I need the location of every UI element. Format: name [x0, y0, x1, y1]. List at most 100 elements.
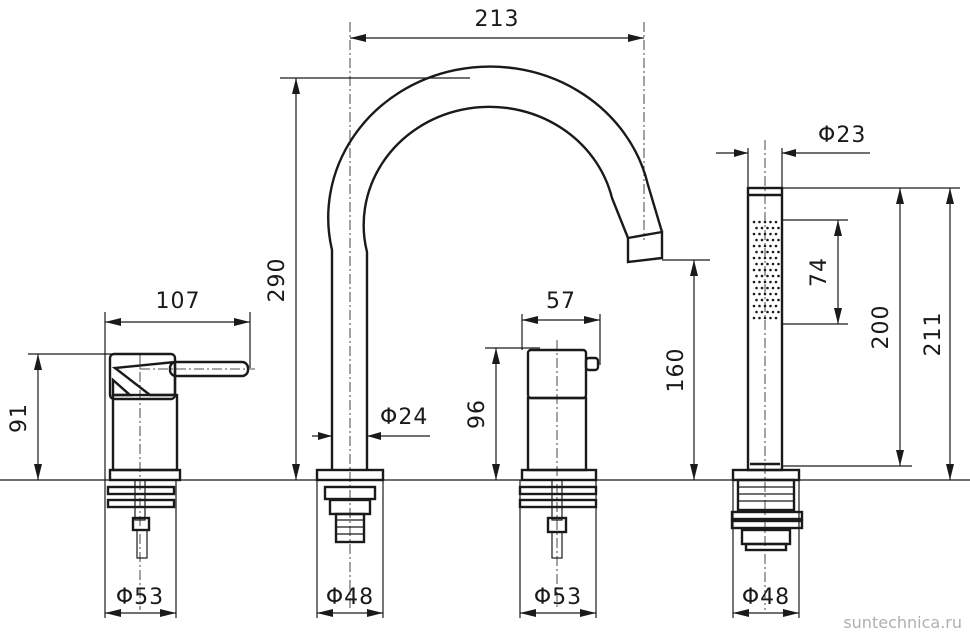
dim-base-spout: Φ48 [326, 585, 374, 610]
dim-diverter-height: 96 [465, 399, 490, 429]
spray-nozzle-dot [752, 268, 756, 272]
spray-nozzle-dot [777, 250, 780, 254]
spray-nozzle-dot [758, 244, 761, 248]
spray-nozzle-dot [771, 262, 775, 266]
spray-nozzle-dot [760, 286, 764, 290]
dim-spout-height: 290 [265, 258, 290, 303]
dim-spray-length: 74 [807, 257, 832, 287]
spray-nozzle-dot [752, 220, 756, 224]
dim-mixer-height: 91 [7, 403, 32, 433]
spray-nozzle-dot [771, 226, 775, 230]
spray-nozzle-dot [777, 298, 780, 302]
spray-nozzle-dot [769, 268, 772, 272]
spray-nozzle-dot [763, 232, 767, 236]
dim-hand-shower-diameter: Φ23 [818, 123, 866, 148]
spray-nozzle-dot [777, 274, 780, 278]
watermark: suntechnica.ru [843, 613, 962, 632]
spray-nozzle-dot [771, 310, 775, 314]
spray-nozzle-dot [774, 292, 778, 296]
dim-spout-reach: 213 [475, 7, 520, 32]
spray-nozzle-dot [755, 226, 758, 230]
spray-nozzle-dot [755, 286, 758, 290]
spray-nozzle-dot [771, 274, 775, 278]
spray-nozzle-dot [752, 292, 756, 296]
dim-base-hand-shower: Φ48 [742, 585, 790, 610]
dim-hand-shower-length: 200 [869, 305, 894, 350]
spray-nozzle-dot [755, 310, 758, 314]
spray-nozzle-dot [752, 304, 756, 308]
spray-nozzle-dot [752, 256, 756, 260]
spray-nozzle-dot [763, 280, 767, 284]
spray-nozzle-dot [758, 280, 761, 284]
spray-nozzle-dot [771, 250, 775, 254]
spray-nozzle-dot [755, 262, 758, 266]
spray-nozzle-dot [763, 304, 767, 308]
spray-nozzle-dot [758, 220, 761, 224]
spray-nozzle-dot [777, 262, 780, 266]
spray-nozzle-dot [763, 244, 767, 248]
spray-nozzle-dot [752, 232, 756, 236]
spray-nozzle-dot [766, 250, 769, 254]
spray-nozzle-dot [758, 304, 761, 308]
spray-nozzle-dot [760, 250, 764, 254]
spray-nozzle-dot [766, 226, 769, 230]
spray-nozzle-dot [769, 304, 772, 308]
spray-nozzle-dot [752, 244, 756, 248]
spray-nozzle-dot [758, 268, 761, 272]
spray-nozzle-dot [763, 256, 767, 260]
hand-shower [730, 140, 804, 610]
spray-nozzle-dot [774, 316, 778, 320]
dimension-lines [28, 34, 960, 618]
spray-nozzle-dot [763, 268, 767, 272]
spray-nozzle-dot [774, 280, 778, 284]
spray-nozzle-dot [766, 274, 769, 278]
spray-nozzle-dot [769, 292, 772, 296]
spray-nozzle-dot [752, 280, 756, 284]
spray-nozzle-dot [755, 238, 758, 242]
spray-nozzle-dot [774, 268, 778, 272]
spray-nozzle-dot [760, 226, 764, 230]
spray-nozzle-dot [769, 244, 772, 248]
spout [315, 22, 664, 610]
spray-nozzle-dot [760, 298, 764, 302]
spray-nozzle-dot [755, 298, 758, 302]
spray-nozzle-dot [774, 220, 778, 224]
spray-nozzle-dot [755, 274, 758, 278]
dim-mixer-width: 107 [156, 289, 201, 314]
spray-nozzle-dot [755, 250, 758, 254]
spray-nozzle-dot [769, 256, 772, 260]
spray-nozzle-dot [758, 292, 761, 296]
spray-nozzle-dot [760, 238, 764, 242]
spray-nozzle-dot [766, 310, 769, 314]
diverter [518, 340, 600, 610]
spray-nozzle-dot [771, 286, 775, 290]
spray-nozzle-dot [774, 304, 778, 308]
dim-spout-diameter: Φ24 [380, 405, 428, 430]
spray-nozzle-dot [769, 316, 772, 320]
spray-nozzle-dot [771, 298, 775, 302]
spray-nozzle-dot [758, 316, 761, 320]
spray-nozzle-dot [766, 262, 769, 266]
spray-nozzle-dot [769, 220, 772, 224]
spray-nozzle-dot [760, 262, 764, 266]
spray-nozzle-dot [771, 238, 775, 242]
spray-nozzle-dot [777, 310, 780, 314]
spray-nozzle-dot [769, 280, 772, 284]
dim-hand-shower-height: 211 [921, 312, 946, 357]
dim-spout-outlet-height: 160 [664, 348, 689, 393]
spray-nozzle-dot [769, 232, 772, 236]
spray-nozzle-dot [774, 244, 778, 248]
spray-nozzle-dot [763, 220, 767, 224]
dim-diverter-width: 57 [546, 289, 576, 314]
dim-base-mixer: Φ53 [116, 585, 164, 610]
spray-nozzle-dot [766, 286, 769, 290]
spray-nozzle-dot [752, 316, 756, 320]
dim-base-diverter: Φ53 [534, 585, 582, 610]
spray-nozzle-dot [763, 292, 767, 296]
spray-nozzle-dot [760, 310, 764, 314]
spray-nozzle-dot [774, 232, 778, 236]
spray-nozzle-dot [758, 232, 761, 236]
spray-nozzle-dot [777, 286, 780, 290]
spray-nozzle-dot [777, 238, 780, 242]
